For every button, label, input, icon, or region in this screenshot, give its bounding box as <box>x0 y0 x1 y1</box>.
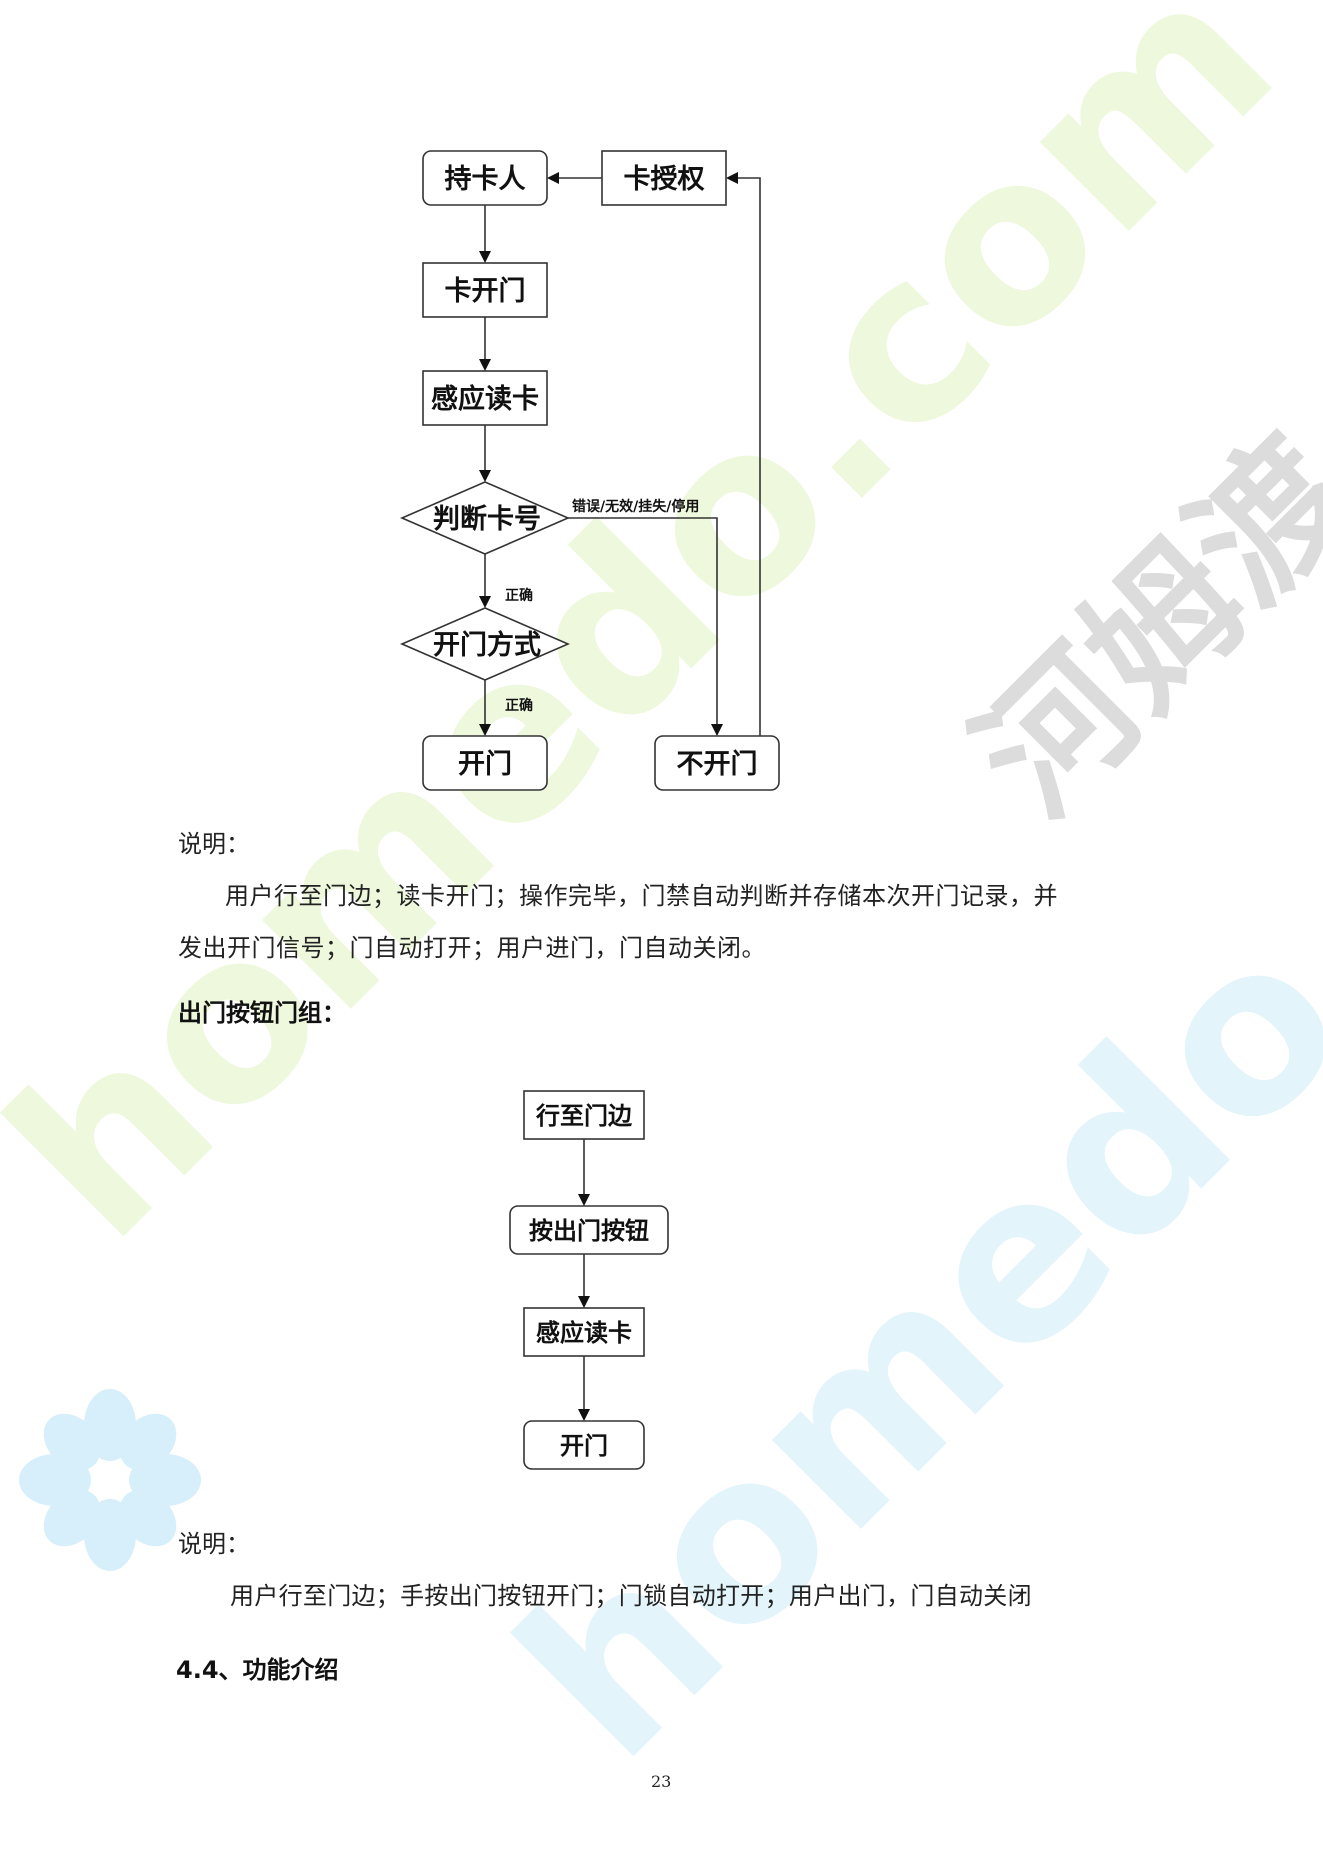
node-card-open: 卡开门 <box>422 262 548 318</box>
svg-text:按出门按钮: 按出门按钮 <box>529 1217 649 1245</box>
flowchart-card-reader: 持卡人 卡授权 卡开门 感应读卡 判断卡号 开门方式 开门 不开门 <box>399 150 780 791</box>
arrow-judge-to-no-open <box>568 517 723 736</box>
svg-text:卡开门: 卡开门 <box>445 276 526 307</box>
node-open: 开门 <box>422 735 548 791</box>
svg-text:感应读卡: 感应读卡 <box>536 1319 632 1347</box>
svg-text:持卡人: 持卡人 <box>445 164 526 195</box>
edge-label-error: 错误/无效/挂失/停用 <box>572 498 699 515</box>
note2-line1: 用户行至门边；手按出门按钮开门；门锁自动打开；用户出门，门自动关闭 <box>230 1582 1032 1610</box>
node-sense-read: 感应读卡 <box>422 370 548 426</box>
svg-text:判断卡号: 判断卡号 <box>433 504 541 535</box>
node-walk-to-door: 行至门边 <box>523 1090 645 1140</box>
arrow-no-open-to-auth <box>726 172 761 736</box>
svg-text:开门: 开门 <box>560 1432 608 1460</box>
note1-title: 说明： <box>178 830 250 858</box>
edge-label-correct-2: 正确 <box>505 697 533 714</box>
svg-text:开门: 开门 <box>458 749 512 780</box>
svg-text:行至门边: 行至门边 <box>535 1102 633 1130</box>
node-judge-card: 判断卡号 <box>399 481 571 555</box>
flower-logo-icon <box>19 1389 201 1571</box>
node-sense-read-2: 感应读卡 <box>523 1307 645 1357</box>
svg-text:开门方式: 开门方式 <box>433 629 541 661</box>
edge-label-correct-1: 正确 <box>505 587 533 604</box>
node-open-2: 开门 <box>523 1420 645 1470</box>
note1-line1: 用户行至门边；读卡开门；操作完毕，门禁自动判断并存储本次开门记录，并 <box>225 882 1058 910</box>
node-open-mode: 开门方式 <box>399 607 571 681</box>
svg-text:不开门: 不开门 <box>677 749 758 780</box>
note2-title: 说明： <box>178 1530 250 1558</box>
page-number: 23 <box>651 1772 672 1791</box>
svg-text:感应读卡: 感应读卡 <box>431 383 539 415</box>
node-no-open: 不开门 <box>654 735 780 791</box>
flowchart-exit-button: 行至门边 按出门按钮 感应读卡 开门 <box>509 1090 669 1470</box>
note1-line2: 发出开门信号；门自动打开；用户进门，门自动关闭。 <box>178 934 766 962</box>
node-press-button: 按出门按钮 <box>509 1205 669 1255</box>
node-card-holder: 持卡人 <box>422 150 548 206</box>
section-exit-button-heading: 出门按钮门组： <box>178 999 346 1027</box>
section-4-4-heading: 4.4、功能介绍 <box>176 1656 339 1684</box>
svg-text:卡授权: 卡授权 <box>624 164 705 195</box>
